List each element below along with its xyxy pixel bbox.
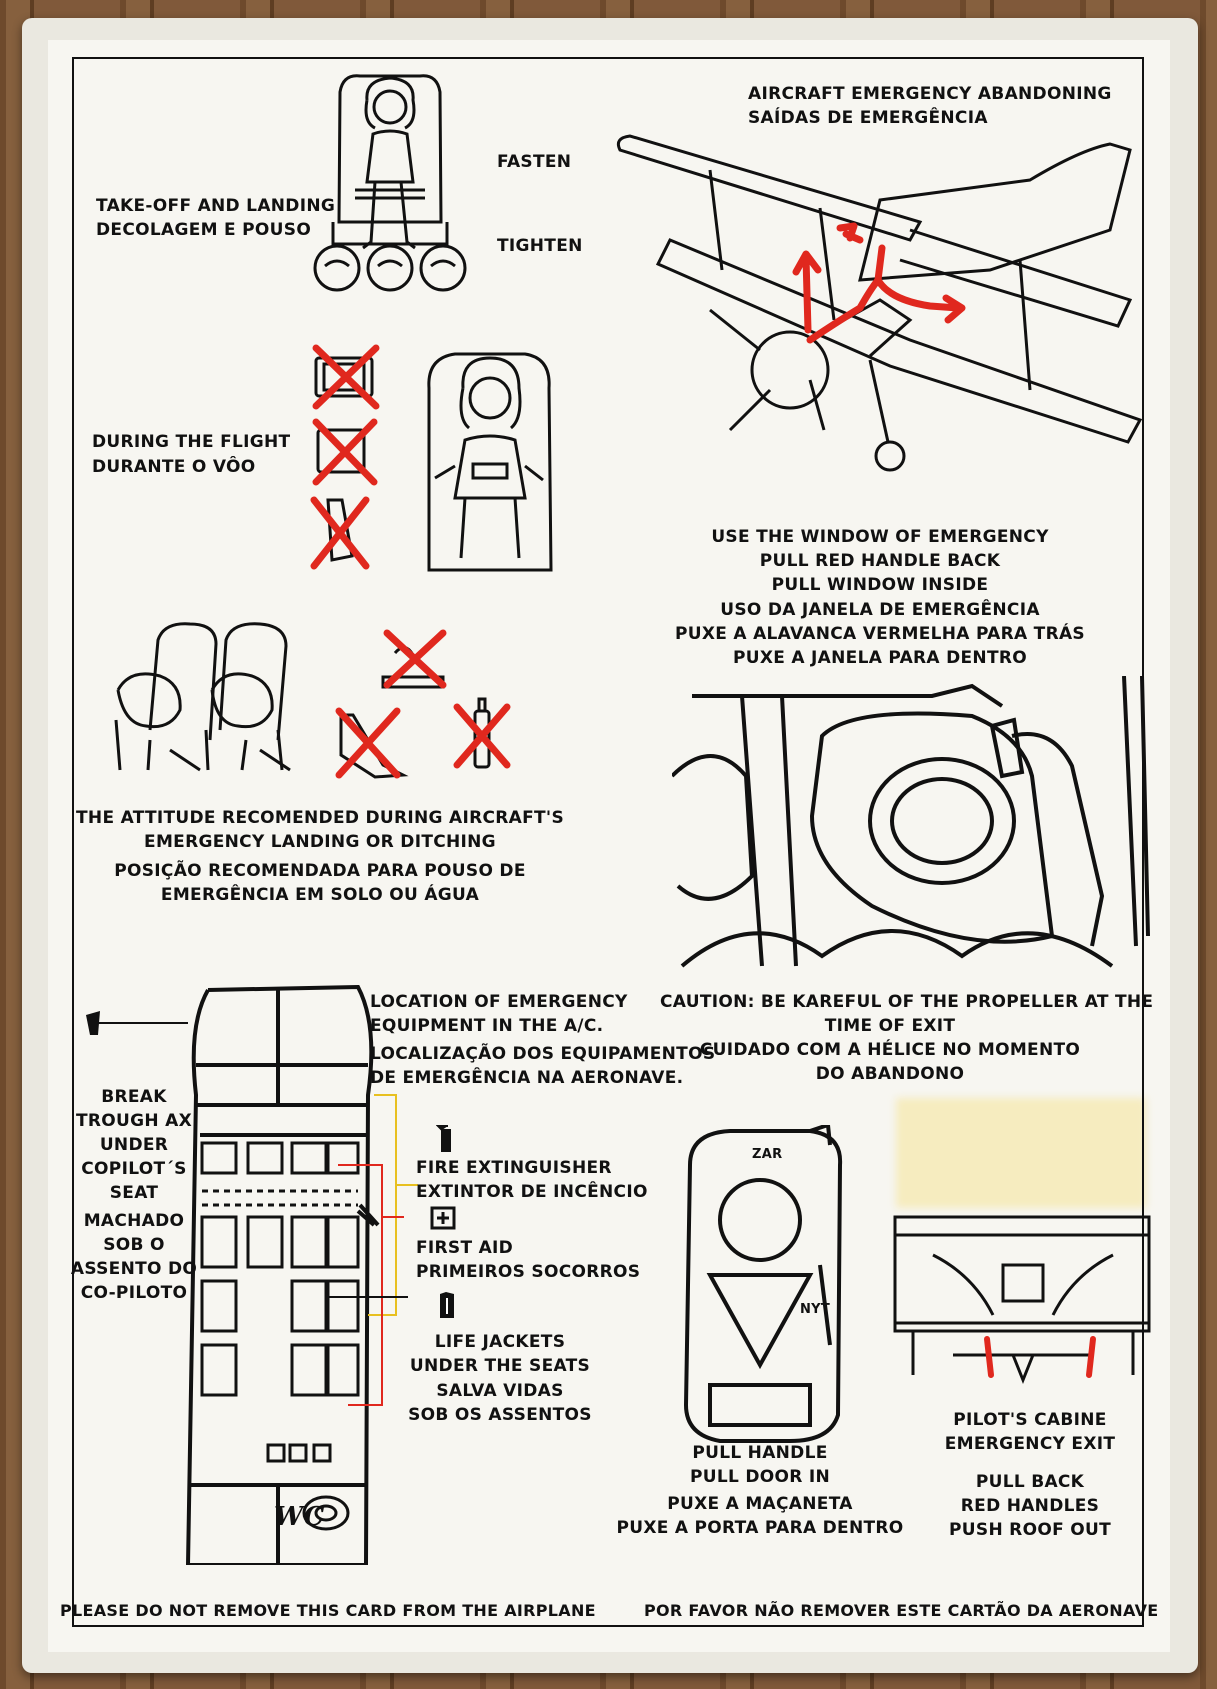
seated-passenger-seatbelt-illustration (305, 72, 475, 297)
window-label-pt-3: PUXE A JANELA PARA DENTRO (732, 648, 1028, 668)
pilot-exit-label-3: PULL BACK (975, 1472, 1085, 1492)
abandon-label-pt: SAÍDAS DE EMERGÊNCIA (748, 108, 988, 128)
door-mark-nyt: NYT (800, 1302, 831, 1317)
prohibited-items-icons (335, 625, 515, 785)
pilot-exit-label-2: EMERGENCY EXIT (944, 1434, 1116, 1454)
fire-extinguisher-icon (436, 1124, 456, 1152)
life-jackets-label: LIFE JACKETS (434, 1332, 566, 1352)
axe-label-4: COPILOT´S (81, 1159, 187, 1179)
brace-label-pt-2: EMERGÊNCIA EM SOLO OU ÁGUA (160, 885, 480, 905)
pilot-exit-label-4: RED HANDLES (960, 1496, 1100, 1516)
takeoff-label-pt: DECOLAGEM E POUSO (96, 220, 312, 240)
extinguisher-label-pt: EXTINTOR DE INCÊNCIO (416, 1182, 648, 1202)
tighten-label: TIGHTEN (497, 236, 583, 256)
caution-label-pt-2: DO ABANDONO (815, 1064, 965, 1084)
abandon-label: AIRCRAFT EMERGENCY ABANDONING (748, 84, 1112, 104)
window-label-pt-2: PUXE A ALAVANCA VERMELHA PARA TRÁS (675, 624, 1085, 644)
location-label: LOCATION OF EMERGENCY (370, 992, 628, 1012)
pilot-exit-label-5: PUSH ROOF OUT (949, 1520, 1111, 1540)
axe-label-pt-2: SOB O (103, 1235, 165, 1255)
door-label-pt-2: PUXE A PORTA PARA DENTRO (616, 1518, 904, 1538)
pilot-roof-exit-illustration (893, 1215, 1153, 1385)
axe-label: BREAK (101, 1087, 167, 1107)
footer-notice-pt: POR FAVOR NÃO REMOVER ESTE CARTÃO DA AER… (644, 1601, 1159, 1620)
flight-label-pt: DURANTE O VÔO (92, 457, 256, 477)
extinguisher-label: FIRE EXTINGUISHER (416, 1158, 612, 1178)
cabin-floor-plan (78, 985, 438, 1565)
location-label-pt: LOCALIZAÇÃO DOS EQUIPAMENTOS (370, 1044, 716, 1064)
seated-passenger-illustration (415, 348, 565, 573)
yellow-stain (896, 1098, 1146, 1208)
takeoff-label: TAKE-OFF AND LANDING (96, 196, 336, 216)
door-label-pt: PUXE A MAÇANETA (667, 1494, 853, 1514)
window-label: USE THE WINDOW OF EMERGENCY (711, 527, 1049, 547)
first-aid-icon (430, 1206, 456, 1230)
life-jackets-label-pt-2: SOB OS ASSENTOS (408, 1405, 592, 1425)
life-jackets-label-2: UNDER THE SEATS (409, 1356, 591, 1376)
location-label-2: EQUIPMENT IN THE A/C. (370, 1016, 604, 1036)
footer-notice: PLEASE DO NOT REMOVE THIS CARD FROM THE … (60, 1601, 596, 1620)
location-label-pt-2: DE EMERGÊNCIA NA AERONAVE. (370, 1068, 684, 1088)
axe-label-pt-3: ASSENTO DO (70, 1259, 198, 1279)
caution-label: CAUTION: BE KAREFUL OF THE PROPELLER AT … (660, 992, 1154, 1012)
door-mark-zar: ZAR (752, 1147, 783, 1162)
life-jacket-icon (436, 1290, 458, 1320)
door-label: PULL HANDLE (692, 1443, 828, 1463)
window-label-pt: USO DA JANELA DE EMERGÊNCIA (720, 600, 1040, 620)
window-label-3: PULL WINDOW INSIDE (771, 575, 989, 595)
flight-label: DURING THE FLIGHT (92, 432, 291, 452)
brace-label: THE ATTITUDE RECOMENDED DURING AIRCRAFT'… (76, 808, 564, 828)
first-aid-label: FIRST AID (416, 1238, 514, 1258)
emergency-door-illustration (670, 1125, 850, 1445)
card-border (72, 57, 1144, 1627)
brace-label-pt: POSIÇÃO RECOMENDADA PARA POUSO DE (114, 861, 526, 881)
axe-label-pt-4: CO-PILOTO (80, 1283, 188, 1303)
life-jackets-label-pt: SALVA VIDAS (436, 1381, 564, 1401)
axe-label-5: SEAT (109, 1183, 159, 1203)
brace-label-2: EMERGENCY LANDING OR DITCHING (144, 832, 496, 852)
first-aid-label-pt: PRIMEIROS SOCORROS (416, 1262, 641, 1282)
fasten-label: FASTEN (497, 152, 572, 172)
prohibited-devices-icons (308, 340, 386, 570)
brace-position-illustration (110, 620, 310, 780)
door-label-2: PULL DOOR IN (689, 1467, 831, 1487)
axe-label-2: TROUGH AX (75, 1111, 192, 1131)
emergency-window-illustration (672, 676, 1152, 976)
pilot-exit-label: PILOT'S CABINE (953, 1410, 1107, 1430)
biplane-illustration (610, 130, 1150, 490)
axe-label-pt: MACHADO (83, 1211, 185, 1231)
axe-label-3: UNDER (99, 1135, 169, 1155)
window-label-2: PULL RED HANDLE BACK (759, 551, 1001, 571)
caution-label-pt: CUIDADO COM A HÉLICE NO MOMENTO (699, 1040, 1081, 1060)
caution-label-2: TIME OF EXIT (824, 1016, 956, 1036)
wc-label: WC (274, 1502, 325, 1532)
